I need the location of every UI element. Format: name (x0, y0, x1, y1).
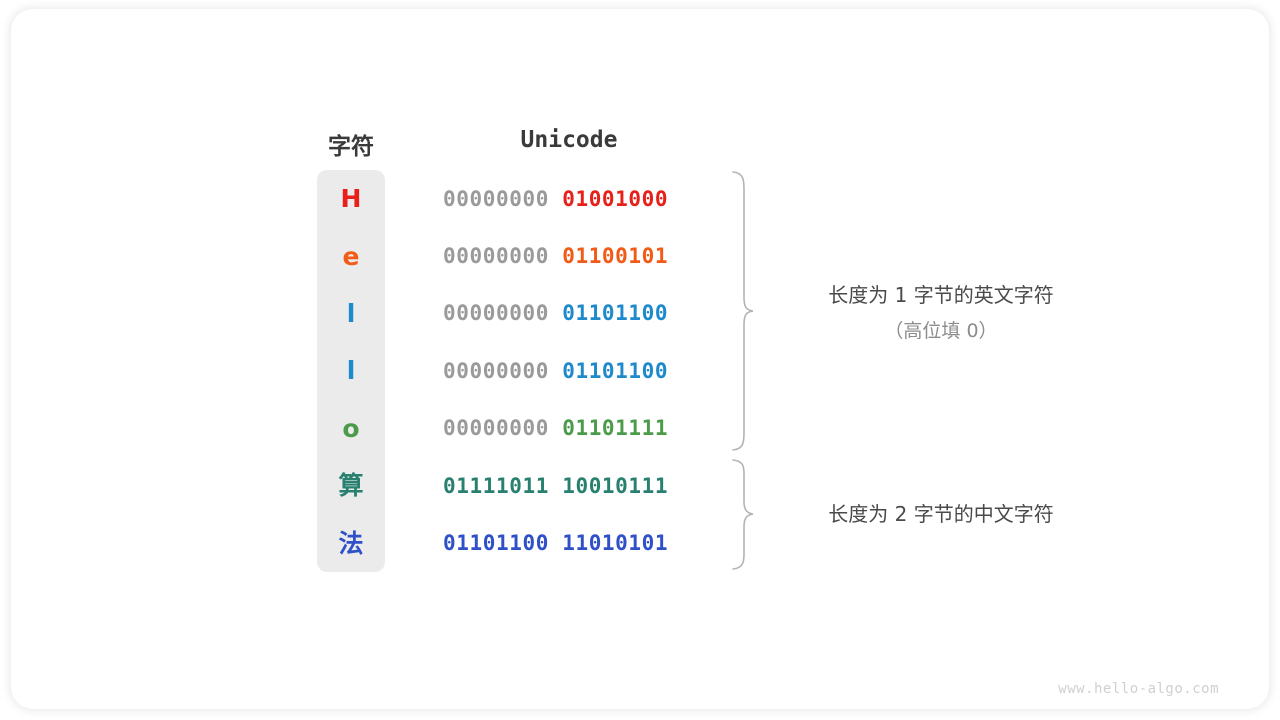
binary-byte-separator (549, 474, 562, 498)
annotation-english-line2: （高位填 0） (884, 320, 998, 342)
binary-low-byte: 11010101 (562, 531, 669, 556)
binary-byte-separator (549, 187, 562, 211)
binary-row: 00000000 01101111 (443, 400, 699, 457)
binary-row: 00000000 01101100 (443, 342, 699, 399)
binary-low-byte: 01001000 (562, 186, 669, 211)
binary-byte-separator (549, 301, 562, 325)
binary-low-byte: 01100101 (562, 244, 669, 269)
binary-row: 01111011 10010111 (443, 457, 699, 514)
binary-byte-separator (549, 359, 562, 383)
binary-row: 00000000 01101100 (443, 285, 699, 342)
binary-row: 00000000 01100101 (443, 227, 699, 284)
binary-low-byte: 01101111 (562, 416, 669, 441)
annotation-english-line1: 长度为 1 字节的英文字符 (828, 283, 1054, 307)
binary-high-byte: 00000000 (443, 301, 549, 326)
binary-high-byte: 00000000 (443, 416, 549, 441)
binary-byte-separator (549, 531, 562, 555)
binary-low-byte: 01101100 (562, 301, 669, 326)
character-cell: l (346, 298, 356, 328)
site-watermark: www.hello-algo.com (1058, 681, 1219, 697)
column-header-unicode: Unicode (520, 127, 618, 153)
binary-high-byte: 00000000 (443, 186, 549, 211)
character-cell: 算 (338, 471, 364, 501)
binary-high-byte: 00000000 (443, 358, 549, 383)
character-cell: H (340, 184, 362, 214)
brace-english-chars (732, 171, 754, 451)
character-cell: o (342, 413, 360, 443)
character-cell: e (342, 241, 360, 271)
character-cell: l (346, 356, 356, 386)
binary-byte-separator (549, 244, 562, 268)
binary-row: 00000000 01001000 (443, 170, 699, 227)
binary-high-byte: 01111011 (443, 473, 549, 498)
binary-high-byte: 01101100 (443, 531, 549, 556)
character-cell: 法 (338, 528, 364, 558)
column-header-character: 字符 (328, 134, 374, 160)
binary-high-byte: 00000000 (443, 244, 549, 269)
brace-chinese-chars (732, 459, 754, 570)
binary-row: 01101100 11010101 (443, 514, 699, 571)
binary-low-byte: 01101100 (562, 358, 669, 383)
binary-low-byte: 10010111 (562, 473, 669, 498)
annotation-chinese-line1: 长度为 2 字节的中文字符 (828, 502, 1054, 526)
binary-byte-separator (549, 416, 562, 440)
